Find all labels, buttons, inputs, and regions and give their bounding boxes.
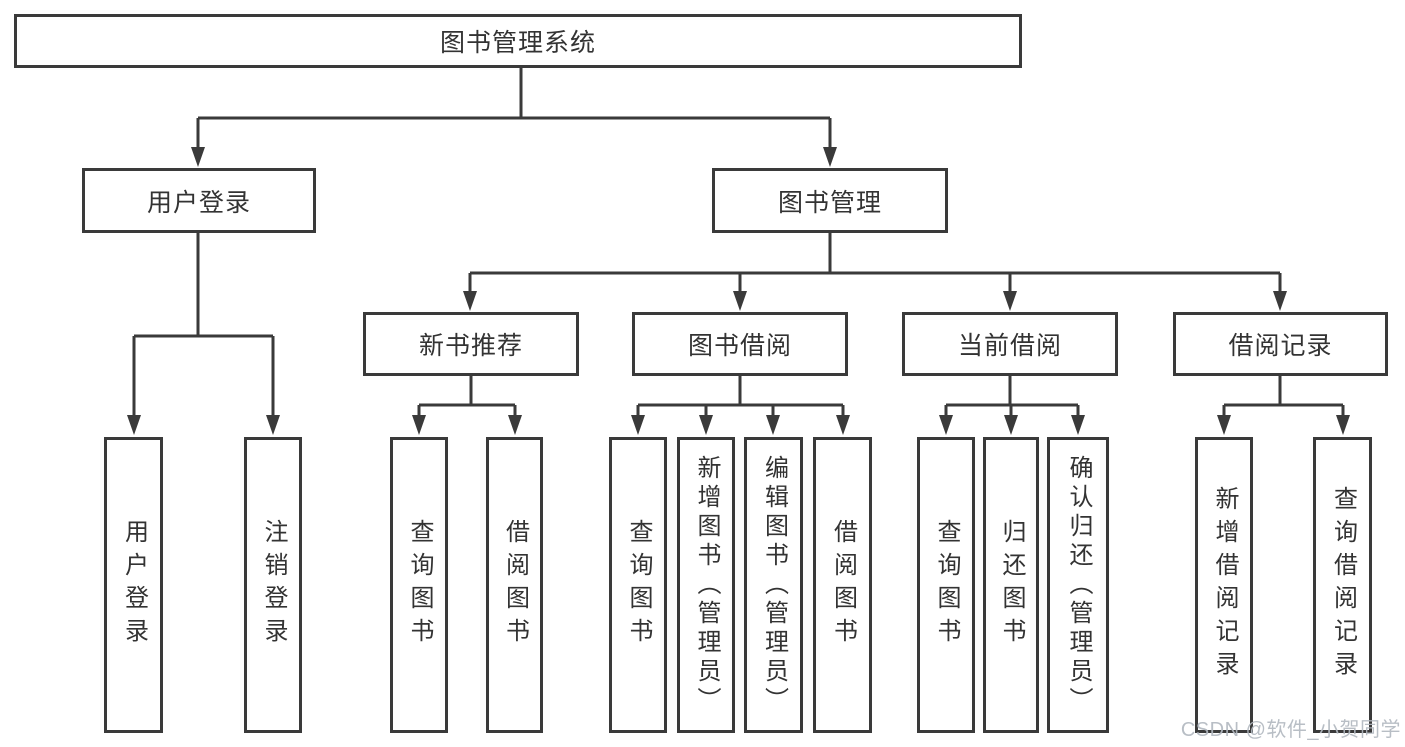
node-borrow-records: 借阅记录	[1173, 312, 1388, 376]
connector-user-login-to-leaves	[127, 231, 280, 435]
leaf-borrow-borrow-books: 借阅图书	[813, 437, 872, 733]
csdn-watermark: CSDN @软件_小贺同学	[1180, 719, 1401, 741]
leaf-current-confirm-return-admin: 确认归还（管理员）	[1047, 437, 1109, 733]
leaf-borrow-query-books: 查询图书	[609, 437, 667, 733]
node-root: 图书管理系统	[14, 14, 1022, 68]
leaf-borrow-edit-books-admin: 编辑图书（管理员）	[744, 437, 803, 733]
connector-new-book-rec-to-leaves	[412, 374, 522, 435]
leaf-records-add-record: 新增借阅记录	[1195, 437, 1253, 733]
connector-borrow-records-to-leaves	[1217, 374, 1350, 435]
connector-current-borrow-to-leaves	[939, 374, 1085, 435]
node-book-borrow: 图书借阅	[632, 312, 848, 376]
leaf-borrow-add-books-admin: 新增图书（管理员）	[677, 437, 735, 733]
leaf-newrec-query-books: 查询图书	[390, 437, 448, 733]
node-new-book-rec: 新书推荐	[363, 312, 579, 376]
node-book-mgmt: 图书管理	[712, 168, 948, 233]
leaf-current-return-books: 归还图书	[983, 437, 1039, 733]
connector-book-mgmt-to-level3	[463, 231, 1287, 311]
connector-book-borrow-to-leaves	[631, 374, 850, 435]
leaf-current-query-books: 查询图书	[917, 437, 975, 733]
node-current-borrow: 当前借阅	[902, 312, 1118, 376]
leaf-logout-login: 注销登录	[244, 437, 302, 733]
leaf-newrec-borrow-books: 借阅图书	[486, 437, 543, 733]
connector-root-to-level2	[191, 66, 837, 167]
leaf-records-query-record: 查询借阅记录	[1313, 437, 1372, 733]
node-user-login: 用户登录	[82, 168, 316, 233]
leaf-user-login: 用户登录	[104, 437, 163, 733]
